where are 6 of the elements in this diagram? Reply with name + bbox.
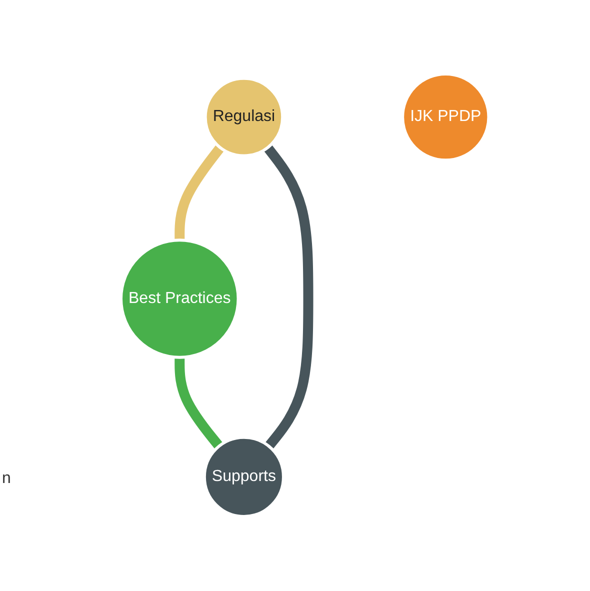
connector [264,144,314,450]
node-circle: Best Practices [120,238,240,359]
connector [174,357,224,450]
text-fragment: n [2,470,11,488]
node-circle: Regulasi [204,76,284,157]
connector [174,144,224,240]
